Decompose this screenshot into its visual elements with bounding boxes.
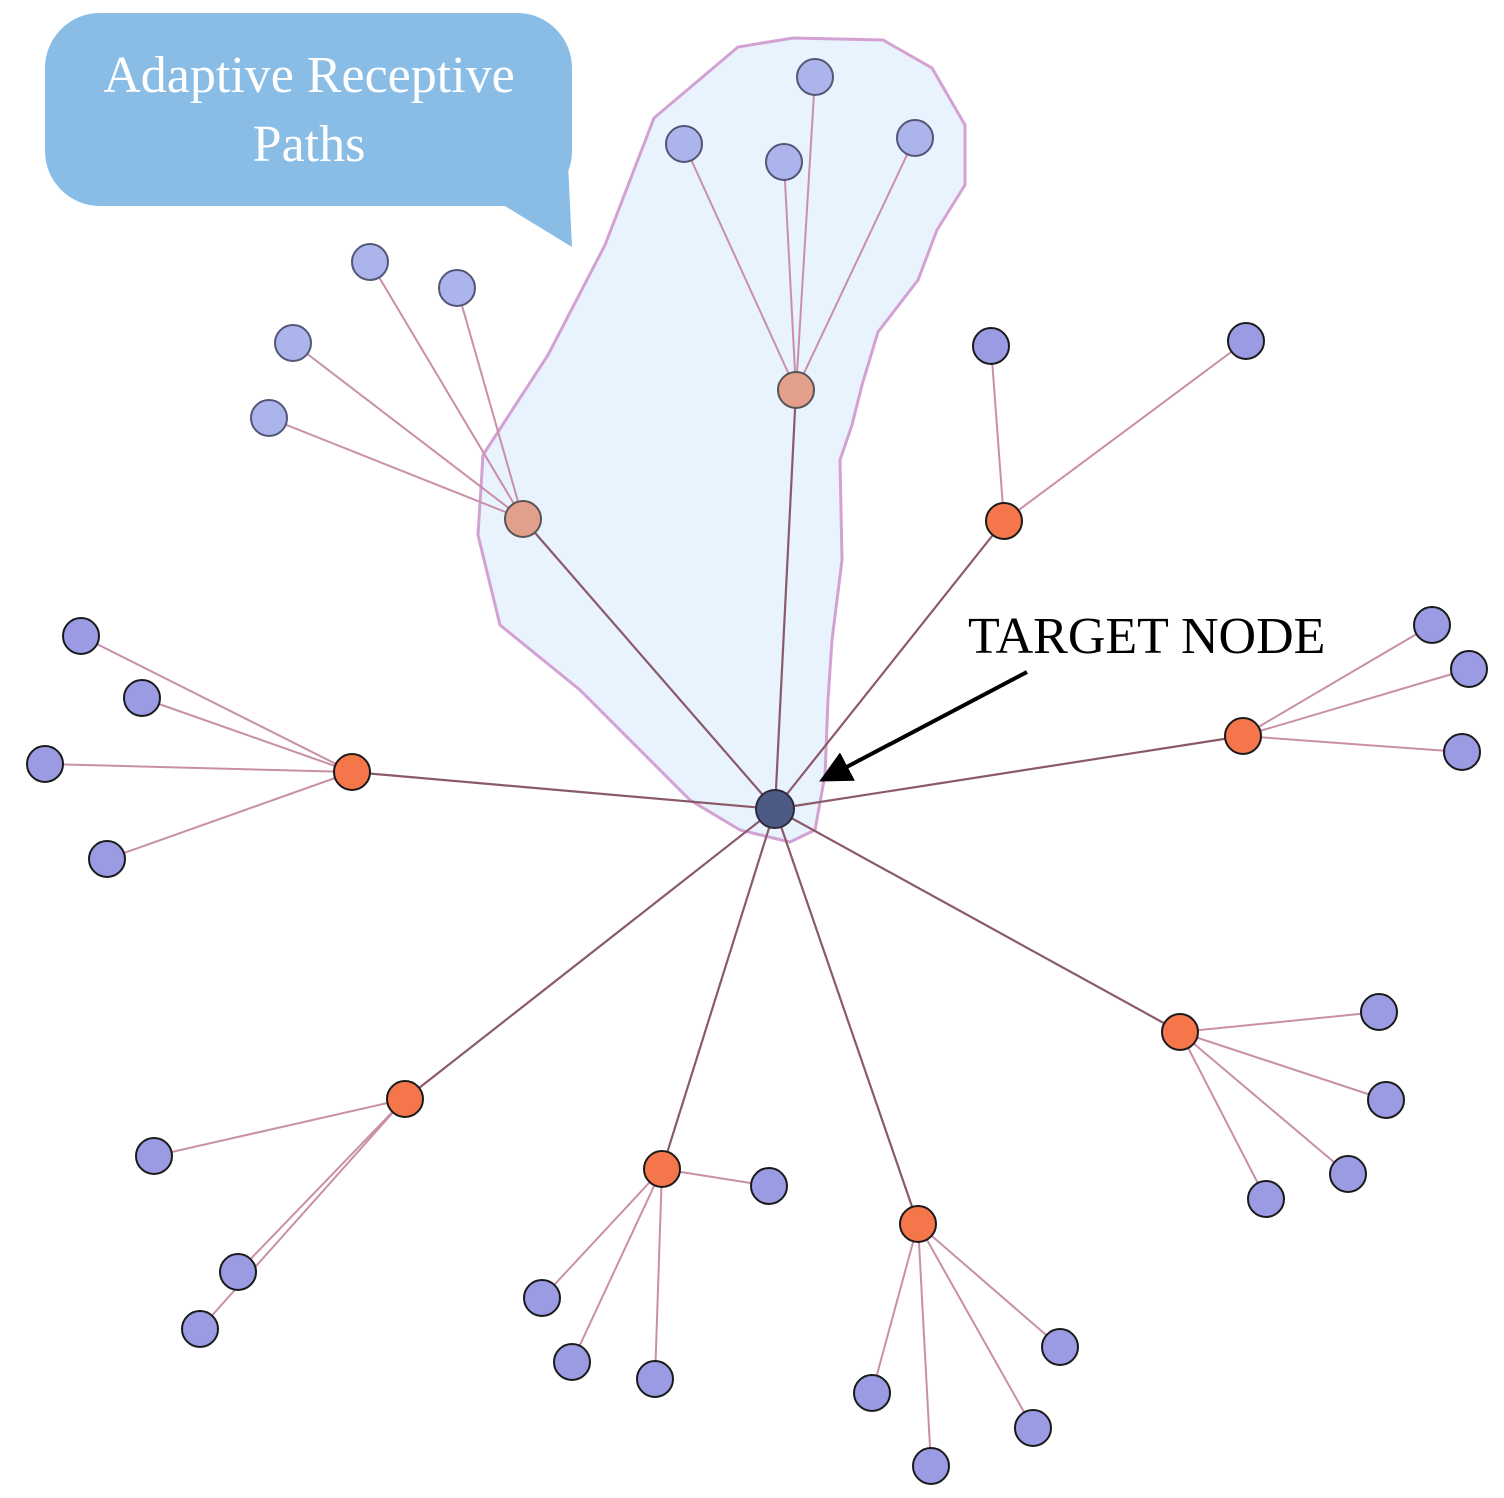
leaf-node (123, 679, 161, 717)
callout-pointer (500, 163, 572, 247)
selected-leaf-node (665, 125, 703, 163)
hub-edge (774, 808, 1181, 1033)
first-hop-node (1161, 1013, 1199, 1051)
first-hop-node (333, 753, 371, 791)
leaf-edge (571, 1168, 663, 1363)
leaf-node (912, 1447, 950, 1485)
leaf-edge (1179, 1011, 1380, 1033)
leaf-edge (1179, 1031, 1267, 1200)
leaf-node (1360, 993, 1398, 1031)
callout-box (45, 13, 572, 206)
leaf-nodes (26, 58, 1488, 1485)
first-hop-node (985, 502, 1023, 540)
leaf-edge (654, 1168, 663, 1380)
leaf-node (1367, 1081, 1405, 1119)
selected-leaf-node (765, 143, 803, 181)
leaf-edge (795, 137, 916, 391)
leaf-edge (153, 1098, 406, 1157)
selected-first-hop-node (777, 371, 815, 409)
callout-line1: Adaptive Receptive (103, 47, 515, 104)
leaf-edge (237, 1098, 406, 1273)
leaf-node (219, 1253, 257, 1291)
leaf-node (972, 327, 1010, 365)
selected-leaf-node (351, 243, 389, 281)
hub-edge (774, 734, 1244, 811)
leaf-edge (917, 1223, 1061, 1348)
leaf-node (750, 1167, 788, 1205)
leaf-edge (369, 261, 524, 520)
leaf-edge (917, 1223, 1034, 1429)
leaf-edge (80, 635, 353, 773)
leaf-edge (292, 342, 524, 520)
leaf-node (88, 840, 126, 878)
leaf-edge (44, 763, 353, 773)
leaf-edge (683, 143, 797, 391)
leaf-node (553, 1343, 591, 1381)
first-hop-nodes (333, 371, 1262, 1243)
hub-edge (774, 520, 1005, 810)
leaf-edge (1179, 1031, 1387, 1101)
leaf-node (523, 1279, 561, 1317)
leaf-node (135, 1137, 173, 1175)
leaf-edge (1242, 624, 1433, 737)
first-hop-node (386, 1080, 424, 1118)
selected-leaf-node (274, 324, 312, 362)
leaf-edge (1003, 340, 1247, 522)
leaf-edge (917, 1223, 932, 1467)
leaf-edge (141, 697, 353, 773)
leaf-edge (871, 1223, 919, 1394)
leaf-edge (1242, 668, 1470, 737)
target-arrow (819, 670, 1028, 782)
leaf-node (1227, 322, 1265, 360)
leaf-edge (783, 161, 797, 391)
leaf-edge (1179, 1031, 1349, 1175)
leaf-edges (44, 76, 1470, 1467)
leaf-node (62, 617, 100, 655)
hub-edge (773, 808, 920, 1225)
leaf-edge (1242, 735, 1463, 753)
leaf-node (1247, 1180, 1285, 1218)
leaf-node (1443, 733, 1481, 771)
leaf-node (636, 1360, 674, 1398)
target-node-label: TARGET NODE (968, 608, 1325, 665)
hub-edge (351, 770, 776, 811)
selected-leaf-node (796, 58, 834, 96)
selected-leaf-node (250, 399, 288, 437)
first-hop-node (1224, 717, 1262, 755)
leaf-node (181, 1310, 219, 1348)
hub-edge (522, 518, 776, 810)
leaf-node (1450, 650, 1488, 688)
target-node-group (755, 789, 795, 829)
leaf-edge (268, 417, 524, 520)
hub-edges (351, 389, 1244, 1225)
first-hop-node (899, 1205, 937, 1243)
target-node (755, 789, 795, 829)
first-hop-node (643, 1150, 681, 1188)
adaptive-receptive-region (476, 36, 967, 844)
leaf-edge (541, 1168, 663, 1299)
hub-edge (660, 808, 777, 1170)
leaf-edge (990, 345, 1005, 522)
selected-leaf-node (896, 119, 934, 157)
leaf-edge (456, 287, 524, 520)
hub-edge (773, 389, 798, 810)
leaf-node (1041, 1328, 1079, 1366)
hub-edge (404, 808, 776, 1100)
leaf-edge (106, 771, 353, 860)
leaf-node (1329, 1155, 1367, 1193)
callout-bubble: Adaptive Receptive Paths (45, 13, 572, 247)
selected-first-hop-node (504, 500, 542, 538)
leaf-node (26, 745, 64, 783)
leaf-node (853, 1374, 891, 1412)
selected-leaf-node (438, 269, 476, 307)
callout-line2: Paths (253, 116, 366, 173)
leaf-edge (795, 76, 816, 391)
leaf-node (1413, 606, 1451, 644)
leaf-edge (199, 1098, 406, 1330)
leaf-node (1014, 1409, 1052, 1447)
